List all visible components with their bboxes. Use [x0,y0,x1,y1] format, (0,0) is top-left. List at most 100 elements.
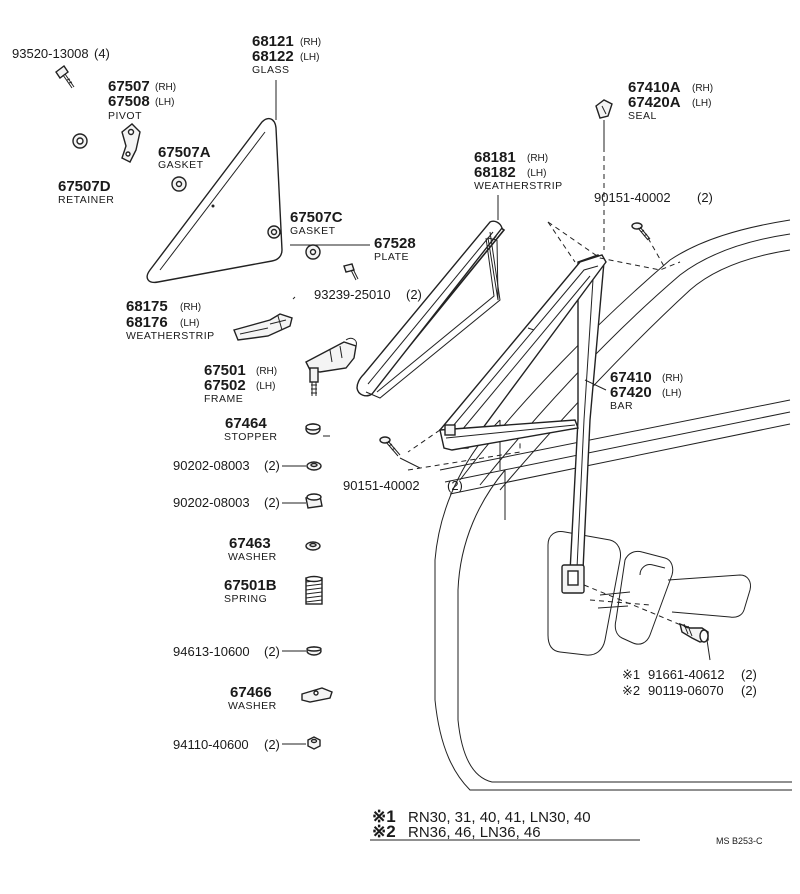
bar-pn-lh: 67420 [610,384,652,401]
part-90202-b-qty: (2) [264,495,280,510]
washer-67463 [305,541,321,551]
weatherstrip-68181-pn-lh: 68182 [474,164,516,181]
bar-pn-rh: 67410 [610,369,652,386]
retainer-pn: 67507D [58,178,111,195]
washer-67466-pn: 67466 [230,684,272,701]
spring-pn: 67501B [224,577,277,594]
bolt-alt-pn1: 91661-40612 [648,667,725,682]
screw-93520 [55,64,75,89]
pivot-side-rh: (RH) [155,82,176,93]
screw-90151-mid [379,436,401,457]
gasket-67507a-desc: GASKET [158,159,204,171]
bolt-91661 [678,622,709,643]
weatherstrip-68181 [356,220,506,399]
part-94613-pn: 94613-10600 [173,644,250,659]
bolt-alt-mark1: ※1 [622,667,640,682]
seal-side-lh: (LH) [692,98,711,109]
pivot-67507 [121,123,141,163]
weatherstrip-68181-pn-rh: 68181 [474,149,516,166]
weatherstrip-68175-side-lh: (LH) [180,318,199,329]
screw-93239-pn: 93239-25010 [314,287,391,302]
bolt-alt-qty1: (2) [741,667,757,682]
bar-67410 [561,254,605,594]
retainer-desc: RETAINER [58,194,114,206]
gasket-67507c [267,225,281,239]
frame-side-lh: (LH) [256,381,275,392]
washer-67463-pn: 67463 [229,535,271,552]
note1-mark: ※1 [372,807,396,826]
gasket-67507a [171,176,187,192]
screw-93239 [343,263,359,281]
plate-pn: 67528 [374,235,416,252]
stopper-desc: STOPPER [224,431,278,443]
frame-67501 [305,337,357,396]
weatherstrip-68175 [233,313,293,341]
glass-pn-rh: 68121 [252,33,294,50]
part-90202-a [306,461,322,471]
frame-pn-rh: 67501 [204,362,246,379]
washer-67466 [301,687,333,703]
seal-side-rh: (RH) [692,83,713,94]
plate-67528 [305,244,321,260]
spring-desc: SPRING [224,593,267,605]
weatherstrip-68181-side-rh: (RH) [527,153,548,164]
bolt-alt-pn2: 90119-06070 [648,683,724,698]
seal-desc: SEAL [628,110,657,122]
weatherstrip-68175-pn-lh: 68176 [126,314,168,331]
glass-68121 [146,117,283,284]
glass-desc: GLASS [252,64,290,76]
bar-side-lh: (LH) [662,388,681,399]
bar-side-rh: (RH) [662,373,683,384]
washer-67463-desc: WASHER [228,551,277,563]
screw-90151-mid-pn: 90151-40002 [343,478,420,493]
screw-93520-qty: (4) [94,46,110,61]
frame-desc: FRAME [204,393,243,405]
glass-pn-lh: 68122 [252,48,294,65]
pivot-side-lh: (LH) [155,97,174,108]
vent-window-frame [439,254,607,451]
pivot-pn-lh: 67508 [108,93,150,110]
pivot-desc: PIVOT [108,110,142,122]
part-94613 [306,646,322,656]
screw-90151-mid-qty: (2) [447,478,463,493]
seal-67410a [595,99,613,119]
weatherstrip-68175-desc: WEATHERSTRIP [126,330,215,342]
dashed-alignment-lines [407,120,689,629]
washer-67466-desc: WASHER [228,700,277,712]
weatherstrip-68175-pn-rh: 68175 [126,298,168,315]
retainer-67507d [72,133,88,149]
weatherstrip-68181-side-lh: (LH) [527,168,546,179]
part-90202-b-pn: 90202-08003 [173,495,250,510]
note2-mark: ※2 [372,822,396,841]
stopper-67464 [305,423,321,435]
glass-side-rh: (RH) [300,37,321,48]
glass-side-lh: (LH) [300,52,319,63]
plate-desc: PLATE [374,251,409,263]
drawing-code: MS B253-C [716,836,763,846]
pivot-pn-rh: 67507 [108,78,150,95]
seal-pn-lh: 67420A [628,94,681,111]
part-90202-a-pn: 90202-08003 [173,458,250,473]
part-90202-b [305,493,323,509]
screw-90151-top [631,222,651,241]
part-94613-qty: (2) [264,644,280,659]
gasket-67507a-pn: 67507A [158,144,211,161]
screw-90151-top-pn: 90151-40002 [594,190,671,205]
bar-desc: BAR [610,400,633,412]
bolt-alt-qty2: (2) [741,683,757,698]
seal-pn-rh: 67410A [628,79,681,96]
screw-93239-qty: (2) [406,287,422,302]
weatherstrip-68181-desc: WEATHERSTRIP [474,180,563,192]
nut-94110-qty: (2) [264,737,280,752]
screw-90151-top-qty: (2) [697,190,713,205]
part-90202-a-qty: (2) [264,458,280,473]
gasket-67507c-desc: GASKET [290,225,336,237]
bolt-alt-mark2: ※2 [622,683,640,698]
nut-94110-pn: 94110-40600 [173,737,249,752]
frame-side-rh: (RH) [256,366,277,377]
stopper-pn: 67464 [225,415,267,432]
screw-93520-pn: 93520-13008 [12,46,89,61]
note1-text: RN30, 31, 40, 41, LN30, 40 [408,809,591,826]
nut-94110 [307,736,321,750]
